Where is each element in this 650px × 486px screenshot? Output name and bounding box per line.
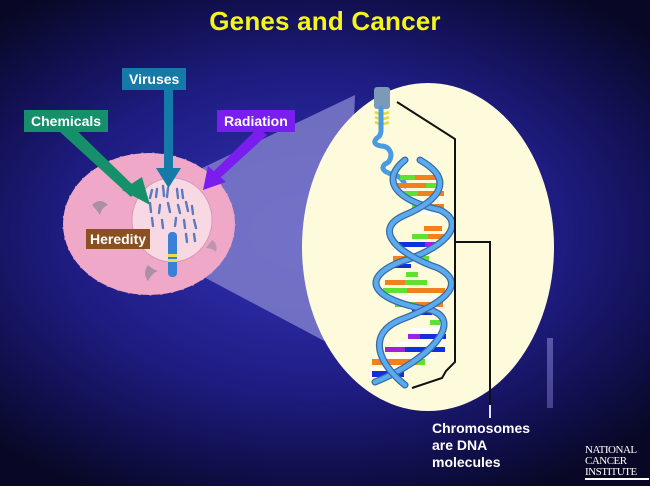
caption-leader-line — [455, 241, 491, 405]
image-credit-vertical — [547, 338, 553, 408]
organelle-icon — [92, 201, 108, 215]
chemicals-arrow — [60, 124, 150, 205]
chromosome-band — [168, 254, 177, 257]
nucleus-chromosomes — [148, 184, 198, 244]
organelle-icon — [206, 240, 217, 252]
dna-backbone — [371, 156, 456, 389]
chemicals-label: Chemicals — [24, 110, 109, 132]
chromosome-bracket — [396, 101, 456, 389]
viruses-arrow — [156, 88, 181, 188]
logo-line: CANCER — [585, 455, 627, 467]
heredity-label: Heredity — [86, 229, 151, 249]
nci-logo: NATIONAL CANCER INSTITUTE — [585, 445, 649, 480]
chromosome-band — [168, 259, 177, 262]
cell-speckles — [62, 152, 236, 296]
logo-line: NATIONAL — [585, 444, 637, 456]
viruses-label: Viruses — [122, 68, 187, 90]
organelle-icon — [145, 265, 158, 281]
caption-line: are DNA — [432, 437, 488, 453]
slide-title: Genes and Cancer — [209, 6, 441, 36]
caption-line: Chromosomes — [432, 420, 531, 436]
radiation-label: Radiation — [217, 110, 295, 132]
radiation-arrow — [203, 128, 267, 190]
chromosome-caption: Chromosomes are DNA molecules — [432, 420, 572, 471]
caption-line: molecules — [432, 454, 501, 470]
condensed-chromosome-end — [374, 87, 390, 109]
logo-line: INSTITUTE — [585, 466, 637, 478]
